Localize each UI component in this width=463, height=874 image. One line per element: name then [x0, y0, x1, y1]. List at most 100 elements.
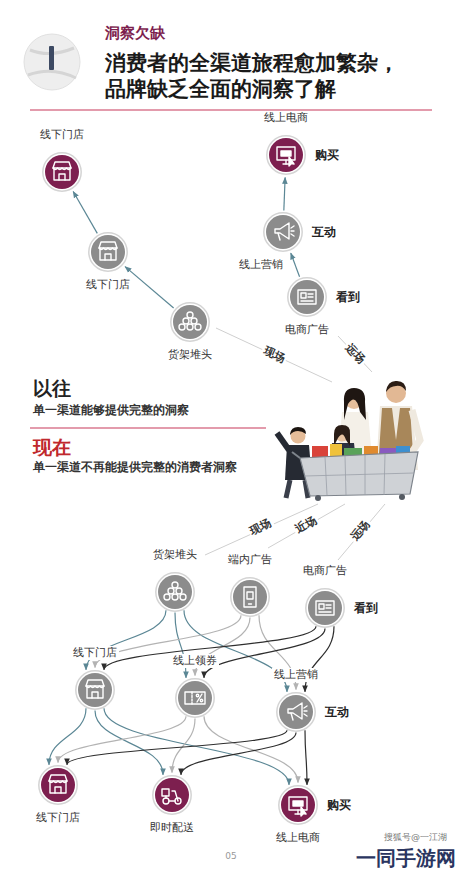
- icon-stroke: [281, 151, 291, 156]
- stage-label: 购买: [313, 148, 341, 162]
- boy-legs: [286, 480, 308, 498]
- circle-fill: [281, 788, 315, 822]
- cart-basket: [300, 452, 418, 496]
- channel-icon: [53, 162, 71, 180]
- channel-icon: [99, 242, 117, 260]
- channel-node: 线上营销互动: [263, 212, 303, 252]
- icon-stroke: [301, 300, 313, 301]
- circle-ring: [171, 303, 209, 341]
- icon-stroke: [92, 692, 98, 698]
- circle-fill: [233, 580, 267, 614]
- circle-fill: [308, 591, 342, 625]
- channel-circle: [88, 232, 128, 272]
- icon-stroke: [162, 789, 169, 796]
- field-lines: [205, 328, 385, 560]
- connector: [67, 730, 287, 764]
- node-label: 线下门店: [84, 278, 132, 292]
- icon-stroke: [86, 686, 104, 688]
- icon-stroke: [164, 594, 170, 600]
- icon-stroke: [247, 592, 253, 599]
- circle-fill: [269, 138, 303, 172]
- channel-circle: [305, 588, 345, 628]
- node-label: 货架堆头: [151, 548, 199, 562]
- channel-circle: [155, 572, 195, 612]
- channel-circle: [42, 152, 82, 192]
- node-label: 货架堆头: [166, 348, 214, 362]
- boy-hair: [290, 427, 306, 435]
- circle-ring: [231, 578, 269, 616]
- icon-stroke: [179, 324, 185, 330]
- icon-stroke: [288, 703, 302, 719]
- circle-fill: [279, 695, 313, 729]
- stage-label: 互动: [323, 705, 351, 719]
- connector: [73, 192, 97, 234]
- field-line: [268, 504, 345, 548]
- connector: [305, 730, 307, 784]
- icon-stroke: [289, 797, 307, 810]
- section-subtitle: 单一渠道能够提供完整的洞察: [33, 403, 189, 418]
- circle-ring: [39, 766, 77, 804]
- circle-ring: [89, 233, 127, 271]
- icon-stroke: [291, 226, 294, 228]
- stage-label: 看到: [334, 290, 362, 304]
- node-label: 即时配送: [148, 821, 196, 835]
- channel-circle: [38, 765, 78, 805]
- circle-ring: [267, 136, 305, 174]
- connector: [58, 716, 186, 762]
- channel-node: 线下门店: [75, 670, 115, 710]
- node-label: 线上营销: [237, 258, 285, 272]
- icon-stroke: [49, 781, 67, 783]
- icon-stroke: [185, 692, 205, 704]
- family-photo: [277, 381, 420, 501]
- channel-icon: [244, 587, 256, 607]
- channel-node: 线上电商购买: [278, 785, 318, 825]
- icon-stroke: [105, 254, 111, 260]
- channel-node: 线下门店: [38, 765, 78, 805]
- icon-stroke: [180, 594, 186, 600]
- icon-stroke: [291, 234, 294, 236]
- channel-node: 线下门店: [88, 232, 128, 272]
- icon-stroke: [99, 242, 117, 248]
- circle-fill: [178, 681, 212, 715]
- channel-icon: [185, 692, 205, 704]
- icon-stroke: [187, 324, 193, 330]
- icon-stroke: [197, 694, 202, 702]
- icon-stroke: [191, 692, 192, 704]
- channel-circle: [266, 135, 306, 175]
- circle-fill: [290, 280, 324, 314]
- channel-node: 线上领券: [175, 678, 215, 718]
- circle-fill: [45, 155, 79, 189]
- circle-ring: [277, 693, 315, 731]
- channel-circle: [152, 775, 192, 815]
- circle-fill: [78, 673, 112, 707]
- icon-stroke: [301, 807, 306, 816]
- channel-icon: [86, 680, 104, 698]
- node-label: 电商广告: [301, 564, 349, 578]
- rule-line: [30, 427, 266, 428]
- kicker: 洞察欠缺: [105, 24, 165, 43]
- circle-fill: [266, 215, 300, 249]
- icon-stroke: [200, 699, 202, 701]
- field-line: [338, 504, 385, 560]
- icon-stroke: [298, 290, 316, 304]
- section-heading: 以往: [33, 376, 71, 400]
- icon-stroke: [50, 781, 66, 793]
- icon-stroke: [55, 787, 61, 793]
- icon-stroke: [59, 174, 65, 180]
- channel-circle: [278, 785, 318, 825]
- icon-stroke: [196, 694, 198, 696]
- rule-line: [30, 109, 432, 110]
- node-label: 线下门店: [38, 128, 86, 142]
- channel-circle: [287, 277, 327, 317]
- channel-circle: [170, 302, 210, 342]
- circle-fill: [41, 768, 75, 802]
- woman-hair: [344, 388, 366, 420]
- icon-stroke: [297, 810, 298, 814]
- icon-stroke: [289, 157, 294, 166]
- icon-stroke: [172, 582, 178, 588]
- circle-ring: [43, 153, 81, 191]
- channel-icon: [289, 797, 307, 816]
- node-label: 电商广告: [283, 323, 331, 337]
- node-label: 端内广告: [226, 553, 274, 567]
